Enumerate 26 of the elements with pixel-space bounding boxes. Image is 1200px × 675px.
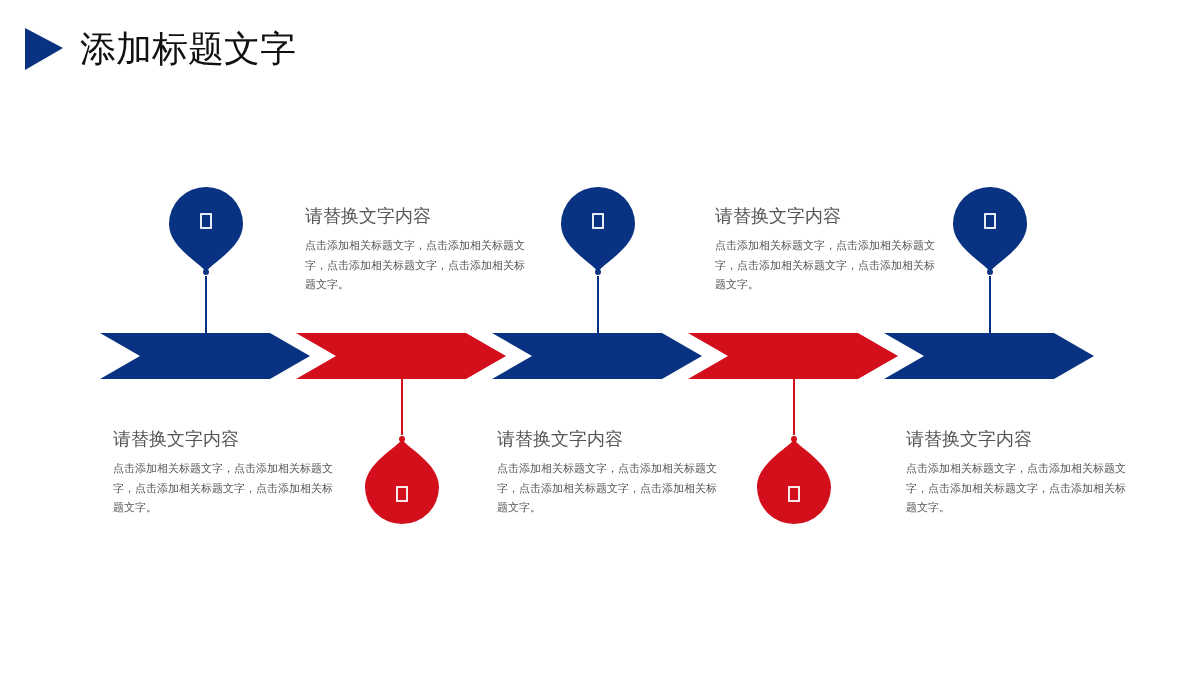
chevron-segment [884, 333, 1094, 379]
heading-text: 请替换文字内容 [305, 205, 431, 227]
heading-text: 请替换文字内容 [715, 205, 841, 227]
pin-marker [756, 435, 832, 525]
pin-marker [952, 186, 1028, 276]
chevron-segment [492, 333, 702, 379]
connector-line [597, 275, 599, 334]
title: 添加标题文字 [80, 27, 296, 71]
connector-line [401, 378, 403, 436]
heading-text: 请替换文字内容 [906, 428, 1032, 450]
description-text: 点击添加相关标题文字，点击添加相关标题文字，点击添加相关标题文字，点击添加相关标题文字。 [715, 238, 936, 292]
description-text: 点击添加相关标题文字，点击添加相关标题文字，点击添加相关标题文字，点击添加相关标题文字。 [497, 461, 718, 515]
connector-line [989, 275, 991, 334]
chevron-segment [688, 333, 898, 379]
pin-marker [364, 435, 440, 525]
connector-line [793, 378, 795, 436]
description-text: 点击添加相关标题文字，点击添加相关标题文字，点击添加相关标题文字，点击添加相关标题文字。 [906, 461, 1127, 515]
heading-text: 请替换文字内容 [113, 428, 239, 450]
chevron-segment [296, 333, 506, 379]
connector-line [205, 275, 207, 334]
description-text: 点击添加相关标题文字，点击添加相关标题文字，点击添加相关标题文字，点击添加相关标题文字。 [113, 461, 334, 515]
pin-marker [560, 186, 636, 276]
heading-text: 请替换文字内容 [497, 428, 623, 450]
description-text: 点击添加相关标题文字，点击添加相关标题文字，点击添加相关标题文字，点击添加相关标题文字。 [305, 238, 526, 292]
chevron-segment [100, 333, 310, 379]
pin-marker [168, 186, 244, 276]
